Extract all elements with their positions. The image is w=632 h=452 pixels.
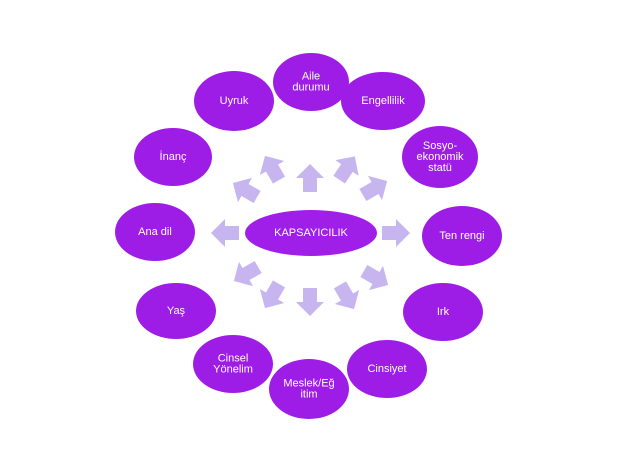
arrow-6 [333,281,360,310]
node-irk: Irk [403,283,483,341]
node-engellilik: Engellilik [341,72,425,130]
node-label: Ten rengi [439,230,484,242]
node-label: Irk [437,306,450,318]
node-label: Aile [302,71,320,83]
node-label: Yaş [167,305,186,317]
node-ana-dil: Ana dil [115,203,195,261]
arrow-5 [360,264,389,291]
node-ten-rengi: Ten rengi [422,206,502,266]
node-ellipse [347,340,427,398]
arrow-12 [259,155,286,184]
nodes-layer: AiledurumuEngellilikSosyo-ekonomikstatüT… [115,53,502,419]
node-label: ekonomik [416,151,464,163]
node-ellipse [422,206,502,266]
node-label: İnanç [160,150,187,163]
node-label: Ana dil [138,226,172,238]
node-label: Engellilik [361,95,405,107]
node-uyruk: Uyruk [194,71,274,131]
arrow-4 [382,219,410,247]
node-label: statü [428,162,452,174]
node-label: Yönelim [213,364,253,376]
arrow-11 [232,177,261,204]
node-label: Meslek/Eğ [283,378,334,390]
node-label: Uyruk [220,95,249,107]
node-ellipse [273,53,349,111]
node-ellipse [194,71,274,131]
arrow-3 [359,175,388,202]
arrow-1 [296,164,324,192]
node-ellipse [403,283,483,341]
node-ellipse [136,283,216,339]
node-yas: Yaş [136,283,216,339]
node-cinsiyet: Cinsiyet [347,340,427,398]
arrow-2 [333,156,359,184]
arrows-layer [211,155,410,316]
arrow-9 [233,260,262,287]
node-ellipse [193,335,273,393]
node-label: Sosyo- [423,140,458,152]
center-label: KAPSAYICILIK [274,227,348,239]
arrow-7 [296,288,324,316]
node-label: durumu [292,82,329,94]
node-ellipse [341,72,425,130]
arrow-10 [211,219,239,247]
node-ellipse [402,126,478,188]
center-ellipse [245,210,377,256]
center-layer: KAPSAYICILIK [245,210,377,256]
node-ellipse [269,359,349,419]
node-ellipse [115,203,195,261]
node-ellipse [134,128,212,186]
node-inanc: İnanç [134,128,212,186]
node-label: Cinsel [218,353,249,365]
node-label: itim [300,389,317,401]
arrow-8 [259,280,286,309]
node-label: Cinsiyet [367,363,406,375]
